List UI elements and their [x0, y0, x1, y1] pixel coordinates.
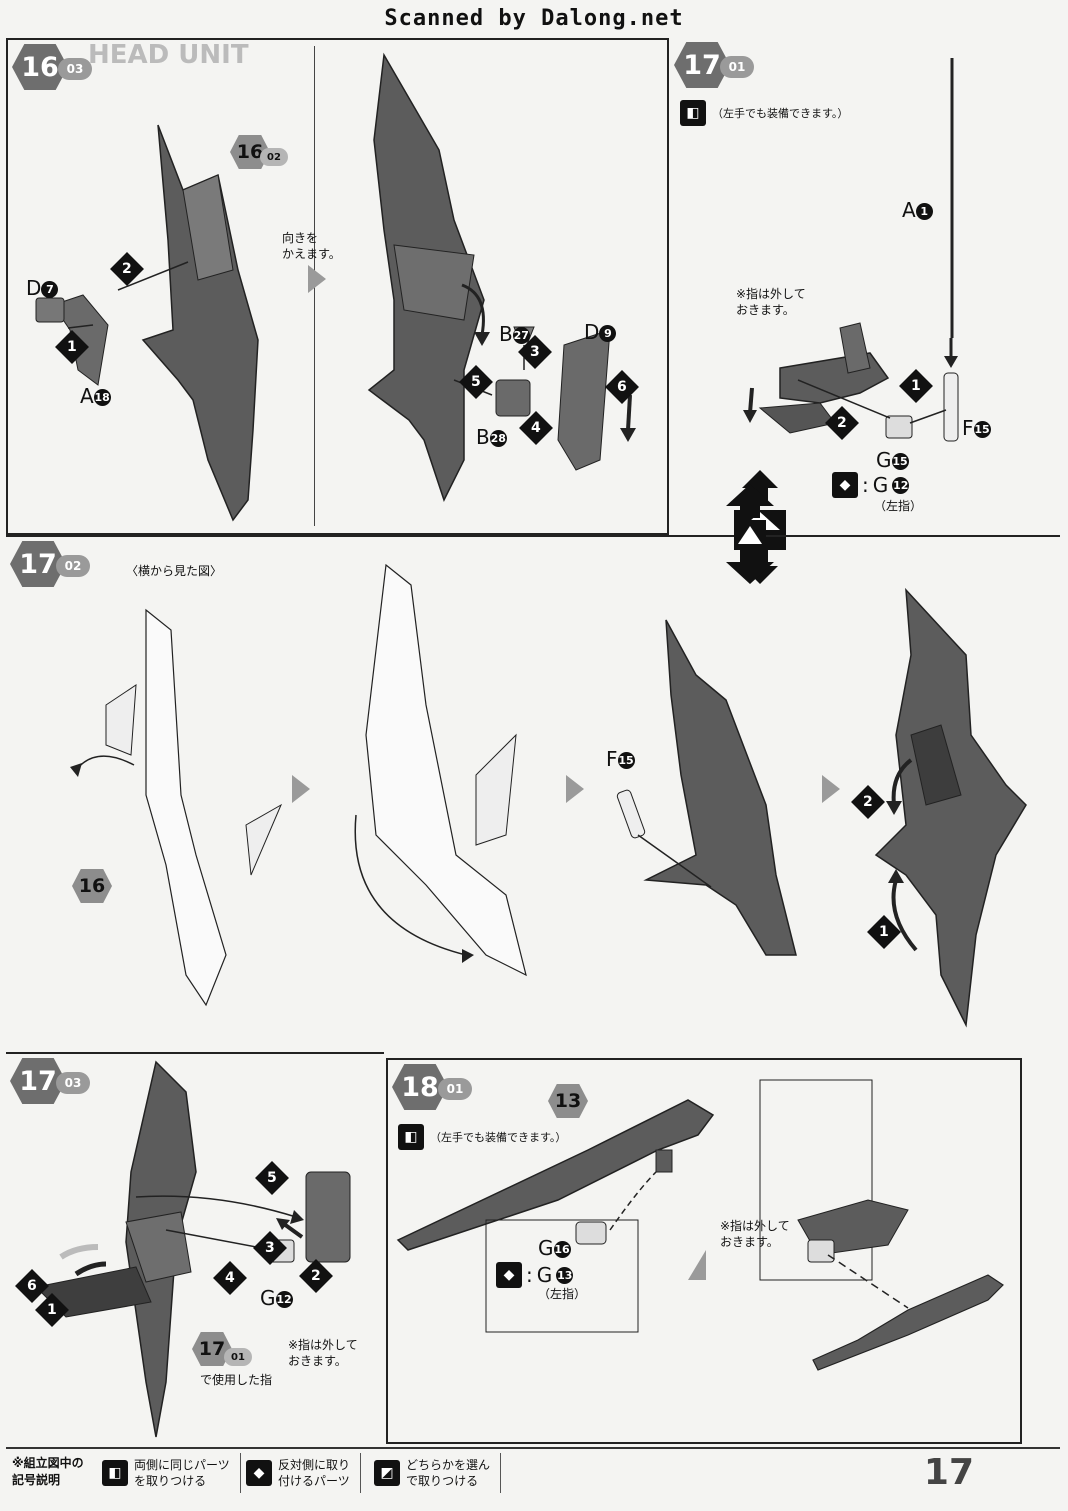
wing-side-view-drawings: [70, 563, 1027, 1028]
legend-item-both-sides: ◧ 両側に同じパーツ を取りつける: [102, 1453, 241, 1493]
step-18-01-badge: 18 01: [392, 1064, 472, 1110]
part-label-b27: B27: [499, 322, 530, 346]
left-finger-note: （左指）: [874, 499, 923, 513]
opposite-side-icon: ◆: [496, 1262, 522, 1288]
step-16-03-badge: 16 03: [12, 44, 92, 90]
page-number: 17: [923, 1452, 974, 1493]
part-label-g12: G12: [260, 1286, 293, 1310]
part-label-a18: A18: [80, 384, 111, 408]
wing-hand-attach-drawing: [34, 1060, 351, 1438]
finger-removed-note: ※指は外して おきます。: [736, 287, 806, 317]
opposite-side-icon: ◆: [832, 472, 858, 498]
finger-removed-note: ※指は外して おきます。: [720, 1219, 790, 1249]
legend-item-choose-one: ◩ どちらかを選ん で取りつける: [374, 1453, 502, 1493]
both-sides-icon: ◧: [680, 100, 706, 126]
rifle-drawing: [396, 1079, 1004, 1371]
both-sides-icon: ◧: [102, 1460, 128, 1486]
background-head-unit-text: HEAD UNIT: [88, 40, 249, 70]
next-arrow: [566, 775, 584, 803]
next-arrow: [308, 265, 326, 293]
ref-step-17-01-pill: 01: [224, 1348, 252, 1366]
choose-one-icon: ◩: [374, 1460, 400, 1486]
next-arrow: [822, 775, 840, 803]
symbol-legend: ※組立図中の 記号説明 ◧ 両側に同じパーツ を取りつける ◆ 反対側に取り 付…: [6, 1447, 1060, 1499]
both-hands-note-row: ◧ （左手でも装備できます。）: [398, 1124, 566, 1150]
opposite-side-icon: ◆: [246, 1460, 272, 1486]
part-label-g16: G16: [538, 1236, 571, 1260]
legend-title: ※組立図中の 記号説明: [12, 1456, 84, 1487]
legend-item-opposite-side: ◆ 反対側に取り 付けるパーツ: [246, 1453, 362, 1493]
part-label-g15: G15: [876, 448, 909, 472]
wing-binder-drawing-left: [35, 124, 259, 522]
step-17-03-panel: 17 03 5 3 2 4 6 1 G12 17 01 で使用した指 ※指は外し…: [6, 1052, 384, 1444]
part-label-b28: B28: [476, 425, 507, 449]
panel-top-rule: [6, 535, 1060, 537]
left-finger-note: （左指）: [538, 1287, 587, 1301]
choose-one-switch-icon: [726, 484, 774, 584]
scan-watermark: Scanned by Dalong.net: [384, 6, 684, 31]
side-view-note: 〈横から見た図〉: [126, 564, 223, 578]
next-arrow: [292, 775, 310, 803]
step-17-02-panel: 17 02 〈横から見た図〉 16 F15 2 1: [6, 535, 1060, 1050]
finger-removed-note: ※指は外して おきます。: [288, 1338, 358, 1368]
ref-part-16-hex: 16: [72, 869, 112, 903]
part-label-f15: F15: [962, 416, 991, 440]
ref-step-16-02-pill: 02: [260, 148, 288, 166]
wing-binder-drawing-right: [367, 52, 636, 502]
both-hands-note-row: ◧ （左手でも装備できます。）: [680, 100, 848, 126]
ref-part-13-hex: 13: [548, 1084, 588, 1118]
part-label-f15: F15: [606, 747, 635, 771]
step-17-02-badge: 17 02: [10, 541, 90, 587]
used-finger-note: で使用した指: [200, 1373, 273, 1387]
both-sides-icon: ◧: [398, 1124, 424, 1150]
turn-around-note: 向きを かえます。: [282, 231, 341, 261]
panel-top-rule: [6, 1052, 384, 1054]
step-17-03-badge: 17 03: [10, 1058, 90, 1104]
step-17-01-badge: 17 01: [674, 42, 754, 88]
